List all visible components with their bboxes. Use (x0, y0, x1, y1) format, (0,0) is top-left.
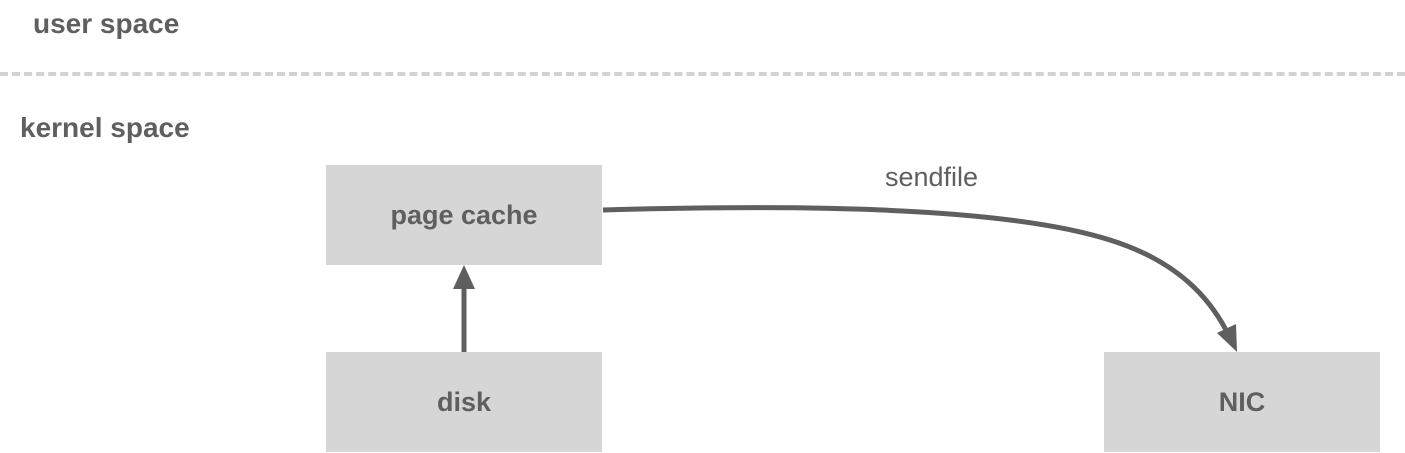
disk-label: disk (436, 386, 492, 417)
sendfile-label: sendfile (885, 162, 979, 192)
nic-label: NIC (1218, 386, 1266, 417)
disk-to-page-cache-arrowhead (453, 265, 475, 289)
user-space-label: user space (33, 8, 180, 39)
user-kernel-divider (0, 72, 1405, 76)
page-cache-box: page cache (326, 165, 602, 265)
page-cache-label: page cache (390, 199, 538, 230)
kernel-space-label: kernel space (20, 112, 190, 143)
sendfile-arrowhead (1217, 324, 1237, 352)
disk-box: disk (326, 352, 602, 452)
sendfile-arrow (602, 205, 1229, 332)
nic-box: NIC (1104, 352, 1380, 452)
